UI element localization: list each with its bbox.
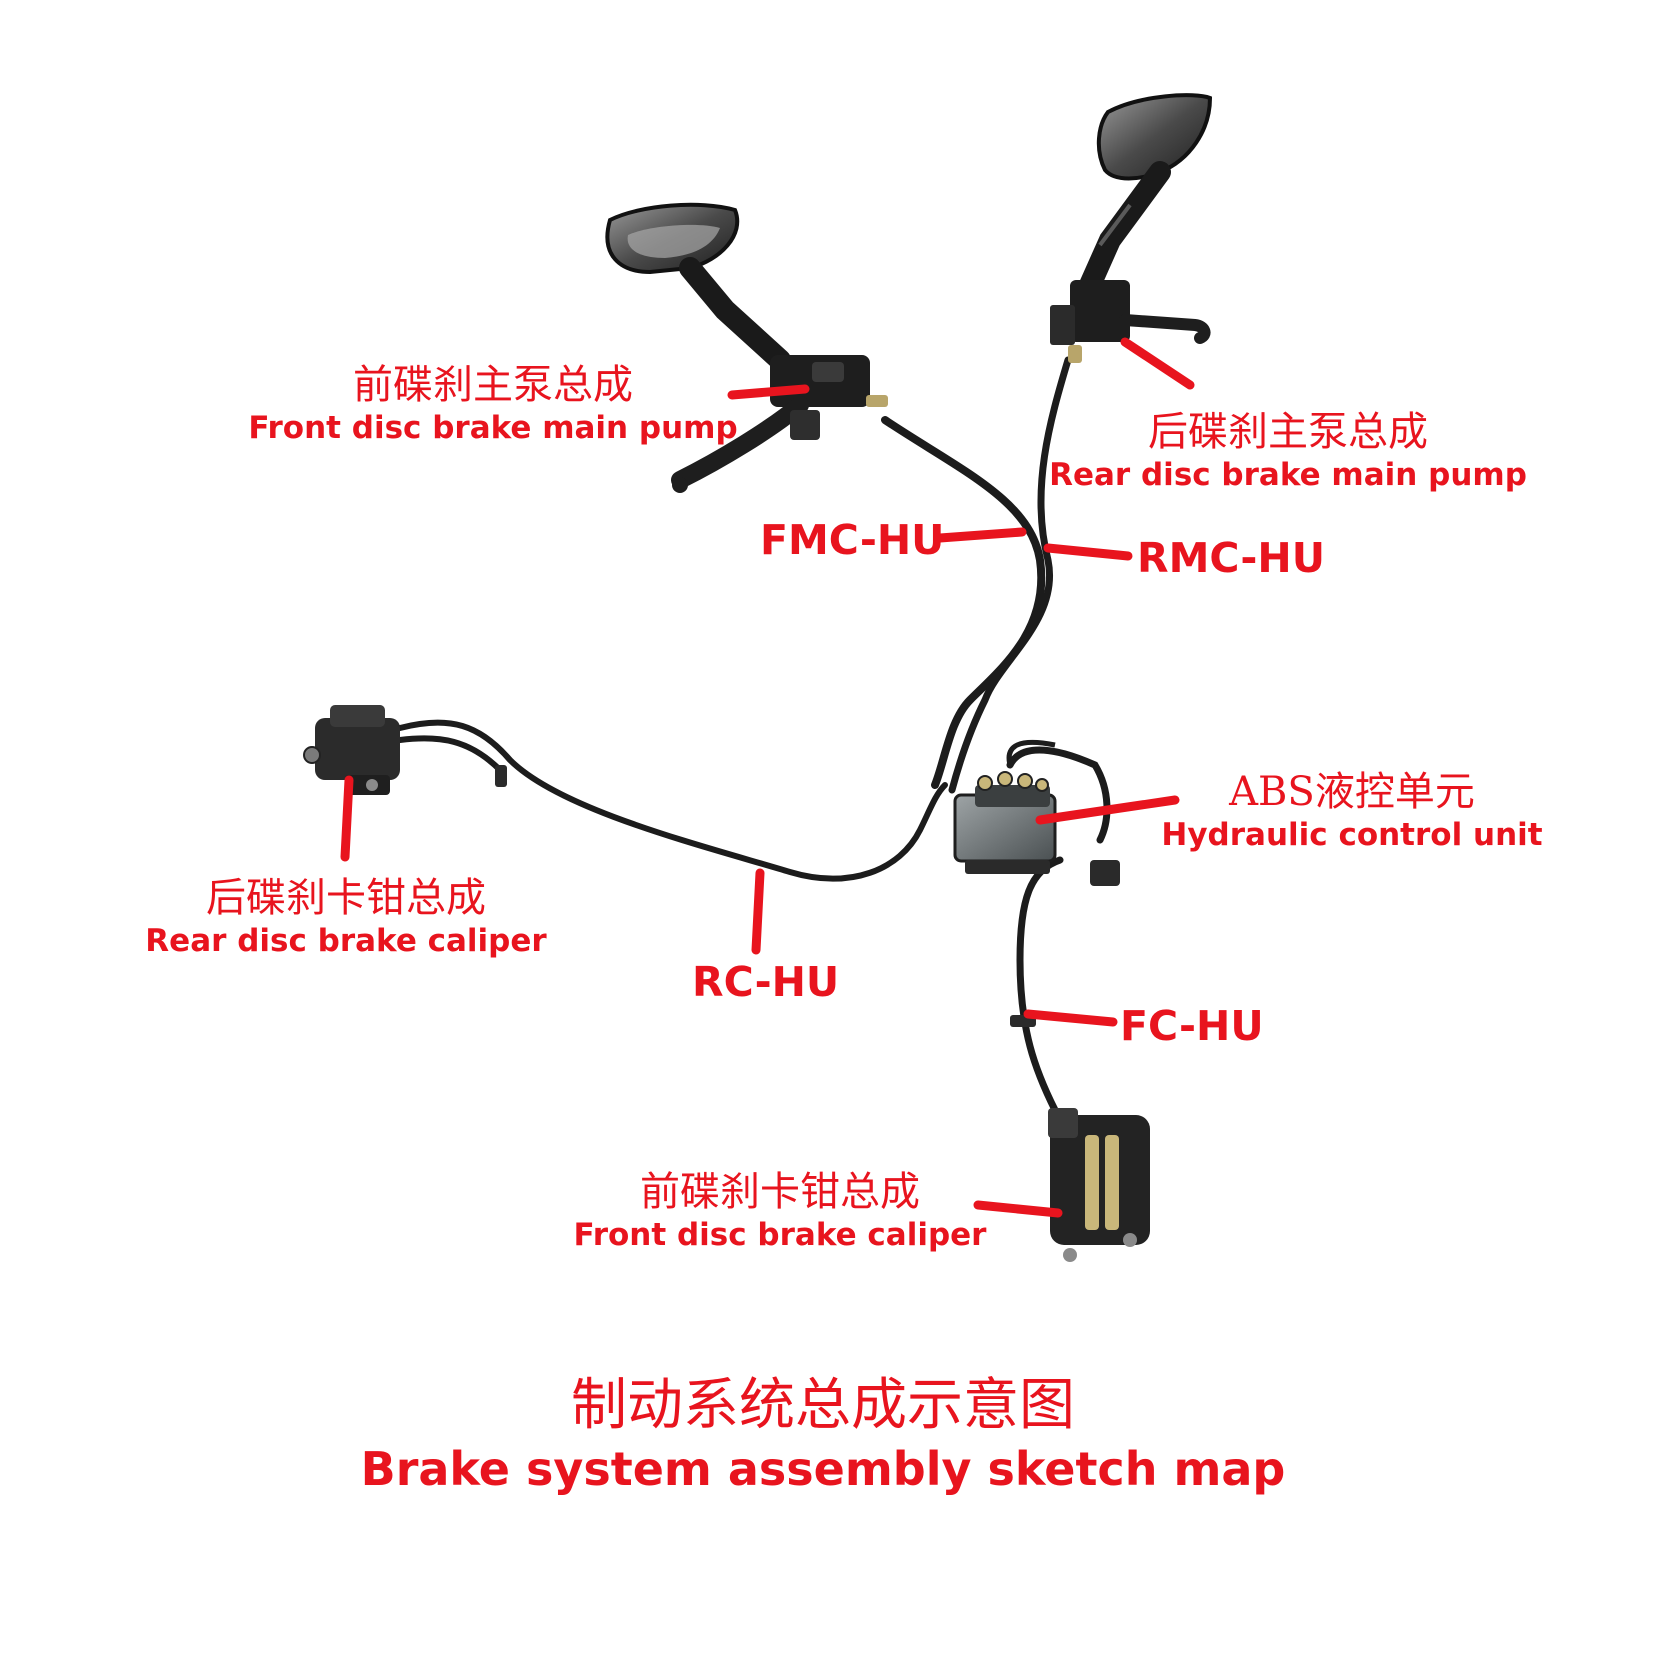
leader-lines (340, 337, 1195, 1218)
front-pump-label: 前碟刹主泵总成 Front disc brake main pump (248, 365, 737, 444)
abs-unit-label-en: Hydraulic control unit (1161, 817, 1543, 853)
rear-disc-brake-caliper (303, 705, 507, 795)
rear-caliper-label: 后碟刹卡钳总成 Rear disc brake caliper (145, 878, 546, 957)
rear-pump-label-zh: 后碟刹主泵总成 (1147, 409, 1428, 455)
diagram-title: 制动系统总成示意图 Brake system assembly sketch m… (360, 1373, 1286, 1496)
rear-disc-brake-main-pump (1050, 93, 1213, 363)
hose-fmc-hu (881, 416, 1046, 789)
leader-fmc-hu (935, 527, 1027, 543)
hose-rc-hu (397, 719, 948, 882)
leader-rear-caliper (340, 775, 354, 862)
hose-label-rmc-hu: RMC-HU (1137, 534, 1326, 582)
rear-pump-label-en: Rear disc brake main pump (1049, 457, 1527, 493)
front-caliper-label-zh: 前碟刹卡钳总成 (639, 1169, 920, 1215)
rear-caliper-label-zh: 后碟刹卡钳总成 (205, 875, 486, 921)
diagram-title-zh: 制动系统总成示意图 (571, 1373, 1075, 1438)
leader-front-caliper (973, 1200, 1063, 1218)
abs-hydraulic-control-unit (953, 739, 1120, 886)
leader-fc-hu (1023, 1009, 1118, 1027)
leader-rmc-hu (1043, 543, 1133, 561)
diagram-title-en: Brake system assembly sketch map (360, 1442, 1286, 1496)
abs-unit-label-zh: ABS液控单元 (1229, 769, 1475, 815)
abs-unit-label: ABS液控单元 Hydraulic control unit (1161, 772, 1542, 851)
front-pump-label-zh: 前碟刹主泵总成 (352, 362, 633, 408)
leader-rear-pump (1120, 337, 1195, 390)
front-pump-label-en: Front disc brake main pump (248, 410, 738, 446)
front-caliper-label-en: Front disc brake caliper (573, 1217, 987, 1253)
leader-rc-hu (751, 868, 765, 955)
rear-pump-label: 后碟刹主泵总成 Rear disc brake main pump (1049, 412, 1527, 491)
leader-abs (1035, 795, 1180, 825)
rear-caliper-label-en: Rear disc brake caliper (145, 923, 547, 959)
front-caliper-label: 前碟刹卡钳总成 Front disc brake caliper (574, 1172, 987, 1251)
front-disc-brake-main-pump (605, 202, 888, 493)
leader-front-pump (727, 384, 810, 400)
hose-label-fmc-hu: FMC-HU (760, 516, 945, 564)
hose-label-fc-hu: FC-HU (1120, 1002, 1264, 1050)
hose-label-rc-hu: RC-HU (692, 958, 840, 1006)
hose-rmc-hu (948, 356, 1072, 794)
